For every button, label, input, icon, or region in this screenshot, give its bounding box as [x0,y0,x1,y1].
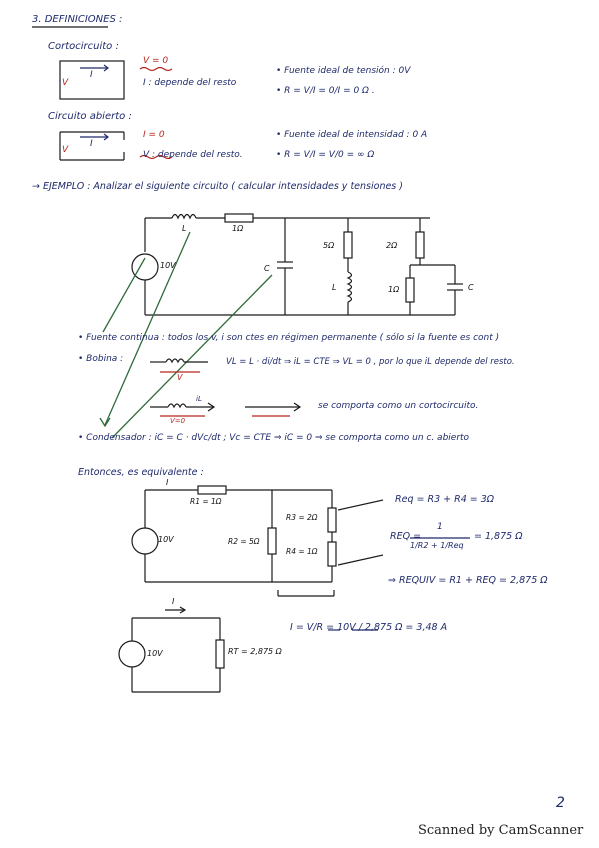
section-title: 3. DEFINICIONES : [32,14,123,25]
open-circuit-source-note: • Fuente ideal de intensidad : 0 A [276,130,428,140]
example-label-c2: C [468,283,474,292]
req-total: ⇒ REQUIV = R1 + REQ = 2,875 Ω [388,575,548,586]
note-coil-zero-voltage: V=0 [170,417,186,425]
ohm-law-result: I = V/R = 10V / 2,875 Ω = 3,48 A [290,622,448,633]
short-circuit-v: V = 0 [143,56,169,66]
short-circuit-title: Cortocircuito : [48,41,119,52]
equiv-label-r3: R3 = 2Ω [286,513,318,522]
short-circuit-label-v: V [62,78,69,88]
scanner-watermark: Scanned by CamScanner [418,823,584,838]
example-label-l1: L [182,224,187,233]
req-parallel-left: REQ = [390,531,422,542]
final-circuit [118,606,378,693]
page-number: 2 [556,795,565,811]
short-circuit-i: I : depende del resto [143,78,237,88]
open-circuit-label-i: I [90,139,93,149]
example-heading: → EJEMPLO : Analizar el siguiente circui… [32,181,403,192]
example-label-1ohm-b: 1Ω [388,285,400,294]
req-parallel-numerator: 1 [437,522,443,532]
short-circuit-source-note: • Fuente ideal de tensión : 0V [276,66,411,76]
note-coil-equation: VL = L · di/dt ⇒ iL = CTE ⇒ VL = 0 , por… [226,357,515,367]
equiv-label-r2: R2 = 5Ω [228,537,260,546]
example-circuit [99,213,463,439]
req-series: Req = R3 + R4 = 3Ω [395,494,495,505]
example-label-l2: L [332,283,337,292]
example-label-10v: 10V [160,261,176,270]
open-circuit-i: I = 0 [143,130,165,140]
note-coil-shortcircuit: se comporta como un cortocircuito. [318,401,479,411]
example-label-c1: C [264,264,270,273]
open-circuit-title: Circuito abierto : [48,111,132,122]
note-capacitor: • Condensador : iC = C · dVc/dt ; Vc = C… [78,433,470,443]
example-label-5ohm: 5Ω [323,241,335,250]
example-label-2ohm: 2Ω [386,241,398,250]
open-circuit-label-v: V [62,145,69,155]
final-label-rt: RT = 2,875 Ω [228,647,282,656]
short-circuit-resistance: • R = V/I = 0/I = 0 Ω . [276,86,375,96]
example-label-1ohm: 1Ω [232,224,244,233]
equiv-label-r1: R1 = 1Ω [190,497,222,506]
coil-note-drawings [150,358,302,417]
final-label-10v: 10V [147,649,163,658]
req-parallel-result: = 1,875 Ω [474,531,523,542]
open-circuit-v: V : depende del resto. [143,150,243,160]
final-label-i: I [172,597,175,606]
note-coil-voltage: V [177,373,183,382]
equivalent-circuit [131,485,470,597]
note-coil-label: • Bobina : [78,354,124,364]
note-coil-current: iL [196,395,202,403]
note-dc-source: • Fuente continua : todos los v, i son c… [78,333,500,343]
equiv-label-i: I [166,478,169,487]
equiv-label-10v: 10V [158,535,174,544]
short-circuit-diagram [59,60,173,100]
open-circuit-diagram [59,131,173,161]
short-circuit-label-i: I [90,70,93,80]
note-equivalent: Entonces, es equivalente : [78,467,204,478]
req-parallel-denominator: 1/R2 + 1/Req [410,541,464,550]
open-circuit-resistance: • R = V/I = V/0 = ∞ Ω [276,150,375,160]
equiv-label-r4: R4 = 1Ω [286,547,318,556]
